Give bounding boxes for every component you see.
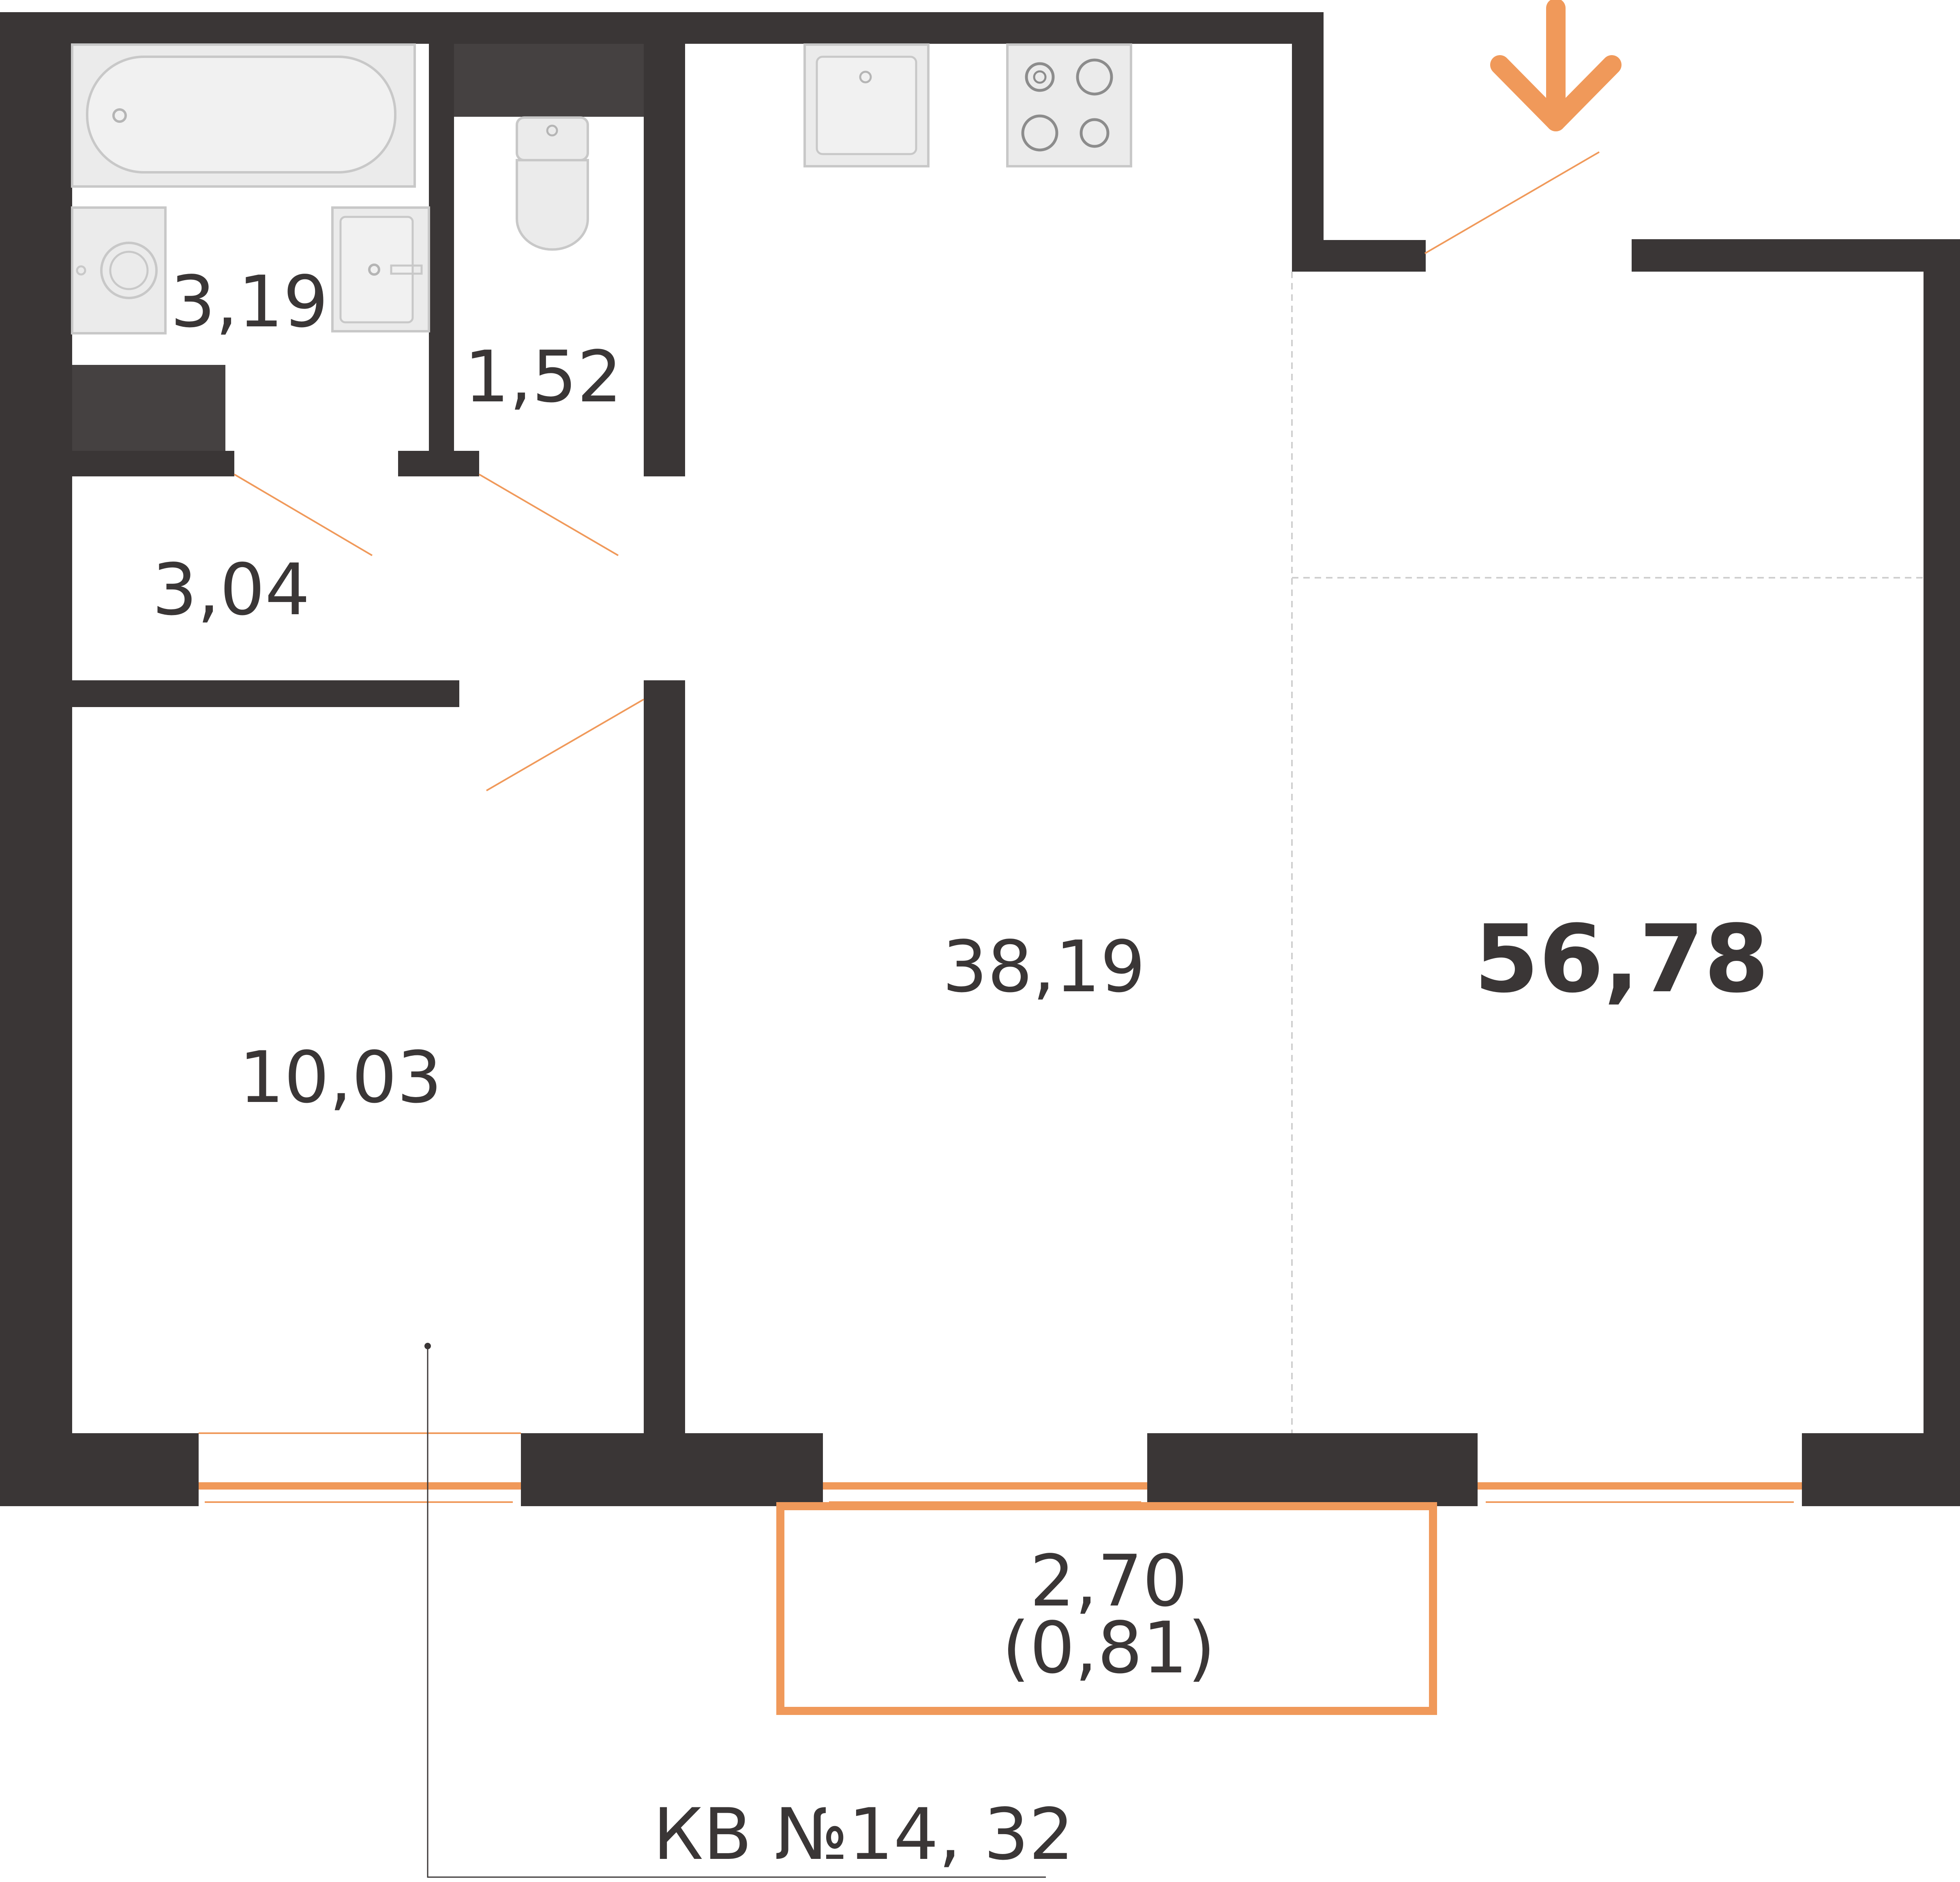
apartment-label: КВ №14, 32 <box>653 1794 1074 1876</box>
wall-bottom-3 <box>1147 1433 1478 1506</box>
kitchen-sink-icon <box>803 43 930 167</box>
door-toilet <box>478 474 619 556</box>
wall-bedroom-kitchen <box>644 680 685 1434</box>
cabinet-toilet <box>454 44 644 117</box>
door-bedroom <box>486 699 645 791</box>
wall-hall-bedroom <box>72 680 459 707</box>
wall-right <box>1924 239 1960 1506</box>
window-bedroom <box>199 1433 521 1506</box>
wall-left <box>0 12 72 1506</box>
entrance-arrow-icon <box>1490 0 1622 131</box>
cabinet-bath <box>72 365 225 451</box>
window-kitchen <box>823 1433 1147 1506</box>
sink-icon <box>331 206 430 332</box>
wall-toilet-kitchen <box>644 12 685 476</box>
balcony-reduced-area: (0,81) <box>1002 1607 1215 1689</box>
balcony-area: 2,70 <box>1030 1540 1188 1623</box>
washing-machine-icon <box>71 206 167 334</box>
wall-notch-vertical <box>1292 12 1324 272</box>
toilet-area: 1,52 <box>464 336 622 418</box>
wall-bottom-2 <box>521 1433 823 1506</box>
bedroom-area: 10,03 <box>239 1037 442 1119</box>
door-swings <box>233 151 1600 791</box>
wall-bottom-1 <box>0 1433 199 1506</box>
walls <box>0 12 1960 1506</box>
stove-icon <box>1006 43 1132 167</box>
door-bathroom <box>233 474 373 556</box>
toilet-icon <box>516 116 589 251</box>
wall-bath-toilet <box>429 12 454 476</box>
wall-toilet-bottom <box>398 451 479 476</box>
bathroom-area: 3,19 <box>170 261 328 343</box>
wall-bottom-4 <box>1802 1433 1960 1506</box>
wall-bath-bottom <box>72 451 234 476</box>
apartment-leader-line <box>424 1343 1046 1878</box>
balcony-outline <box>776 1502 1437 1715</box>
total-area: 56,78 <box>1474 905 1769 1014</box>
windows <box>199 1432 1802 1506</box>
door-entrance <box>1424 151 1600 254</box>
wall-entrance-right <box>1632 239 1960 272</box>
living-kitchen-area: 38,19 <box>943 926 1146 1008</box>
window-living <box>1478 1433 1802 1506</box>
bathtub-icon <box>71 43 416 188</box>
wall-entrance-left <box>1292 240 1426 272</box>
hallway-area: 3,04 <box>152 549 310 631</box>
zone-dashes <box>1291 272 1924 1433</box>
